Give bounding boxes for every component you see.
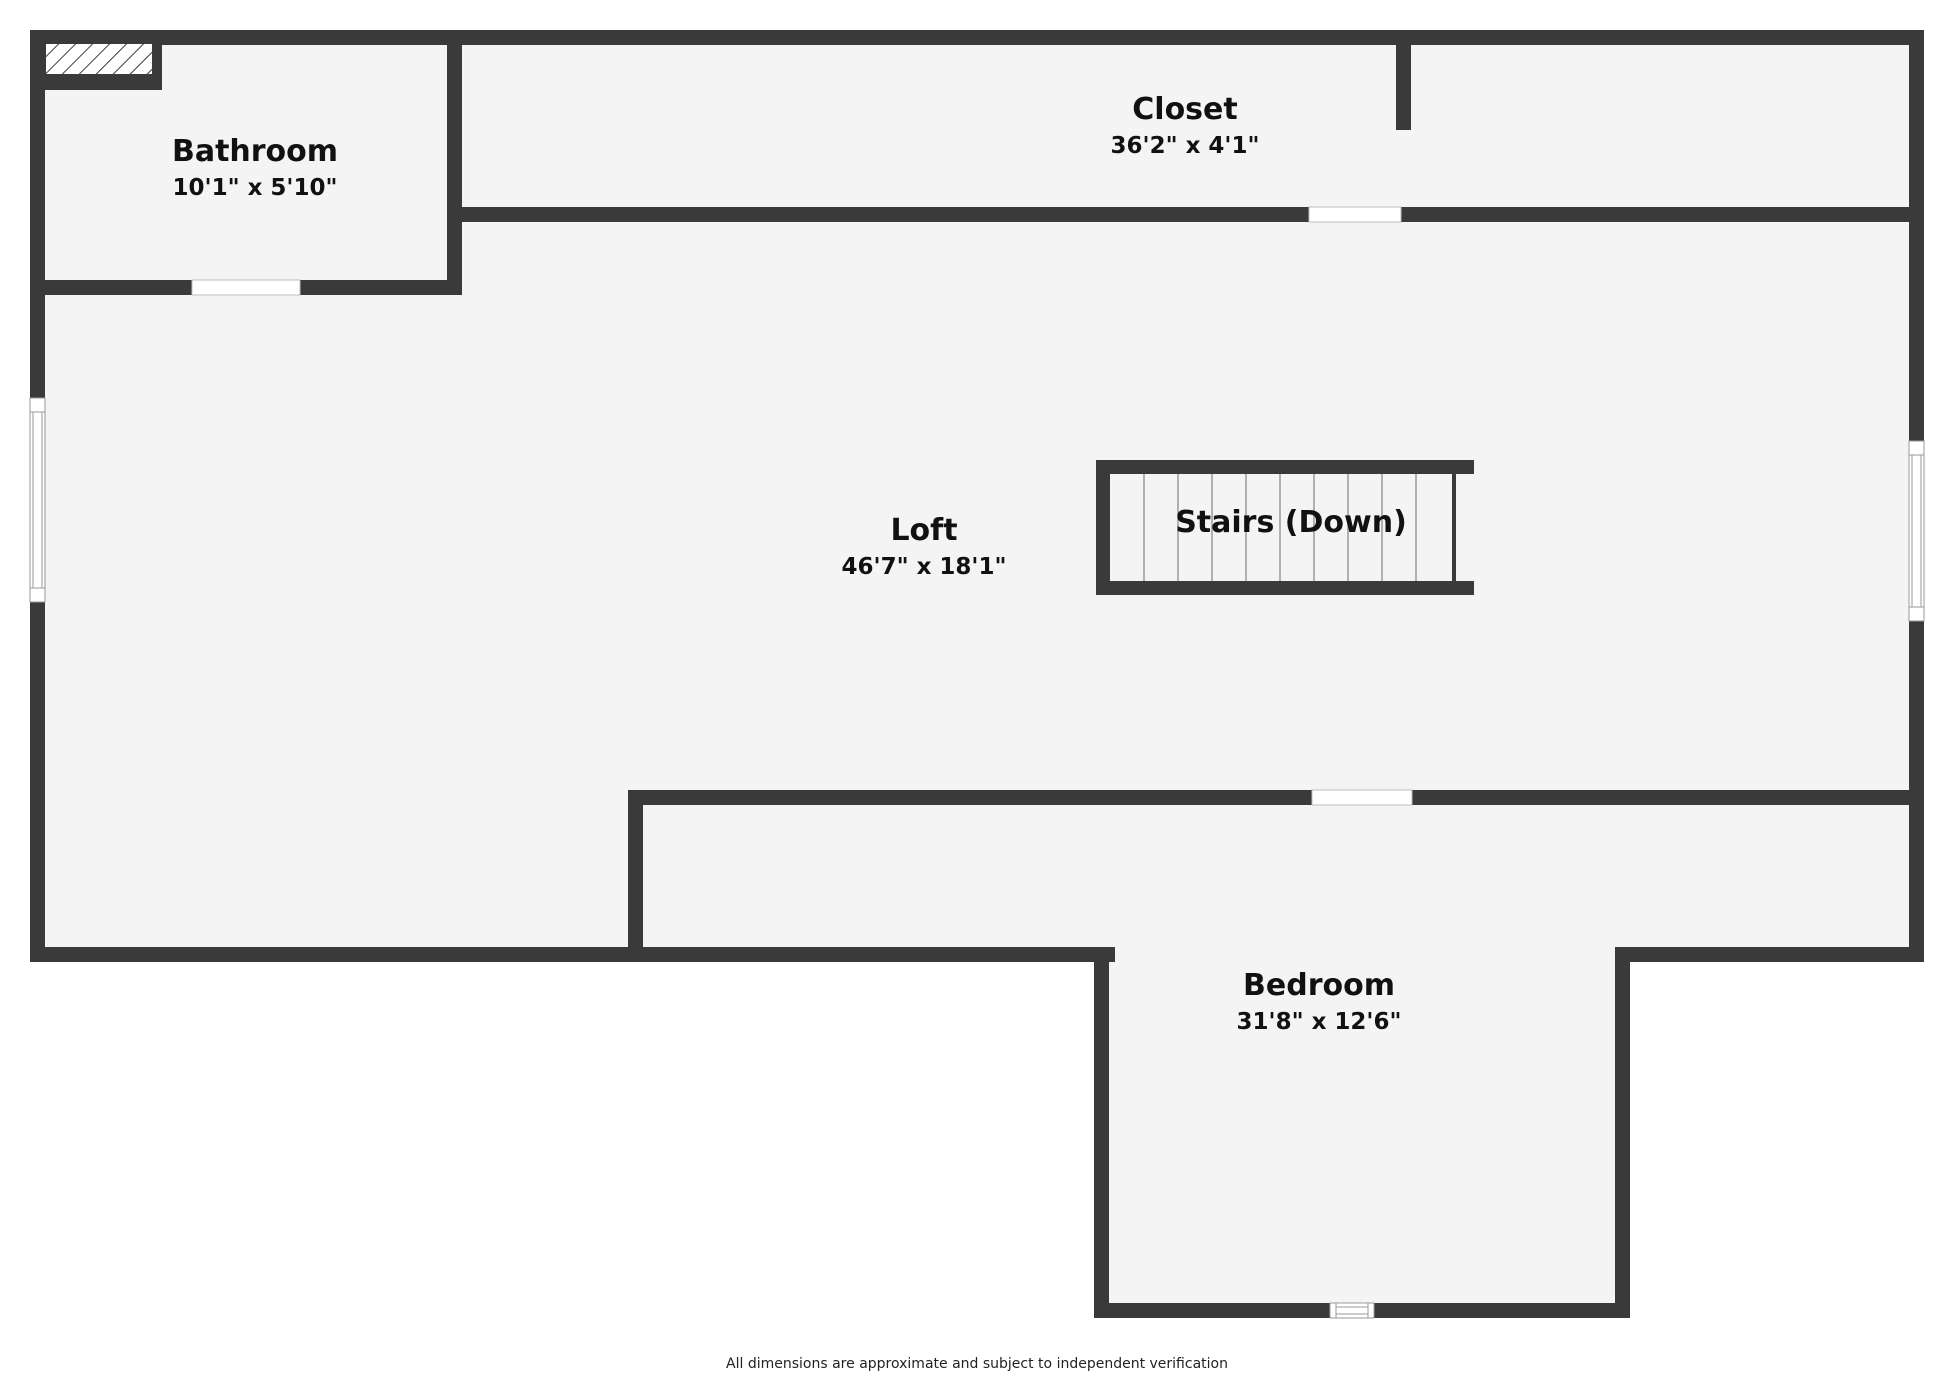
disclaimer-text: All dimensions are approximate and subje… <box>726 1356 1228 1372</box>
bedroom-name: Bedroom <box>1243 968 1395 1003</box>
windows <box>29 397 1925 1319</box>
bedroom-door[interactable] <box>1311 789 1413 806</box>
outer-walls <box>30 30 1924 1318</box>
room-labels: Bathroom 10'1" x 5'10" Closet 36'2" x 4'… <box>172 92 1407 1035</box>
window-west <box>29 397 46 603</box>
stairs-name: Stairs (Down) <box>1175 505 1407 540</box>
stairs[interactable] <box>1096 460 1474 595</box>
closet-dimensions: 36'2" x 4'1" <box>1111 133 1260 159</box>
bathroom-fixture <box>38 38 162 90</box>
floor-area <box>38 38 1916 1310</box>
bathroom-door[interactable] <box>191 279 301 296</box>
door-openings <box>191 206 1413 806</box>
bathroom-name: Bathroom <box>172 134 338 169</box>
stair-treads <box>1143 474 1417 581</box>
closet-door[interactable] <box>1308 206 1402 223</box>
loft-name: Loft <box>890 513 957 548</box>
loft-dimensions: 46'7" x 18'1" <box>842 554 1007 580</box>
window-east <box>1908 440 1925 622</box>
bathroom-dimensions: 10'1" x 5'10" <box>173 175 338 201</box>
bedroom-dimensions: 31'8" x 12'6" <box>1237 1009 1402 1035</box>
window-south <box>1329 1302 1375 1319</box>
closet-name: Closet <box>1132 92 1237 127</box>
